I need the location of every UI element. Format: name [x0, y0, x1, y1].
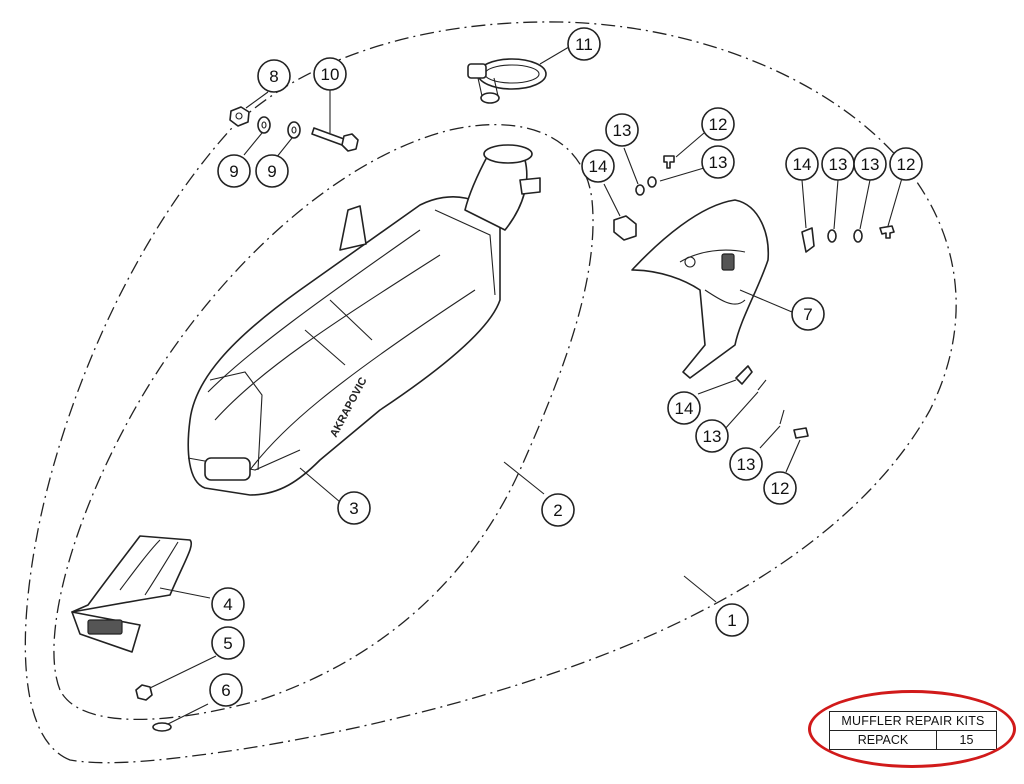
washer-part-9b	[287, 121, 301, 139]
screw-part-12a	[663, 155, 675, 169]
callout-3: 3	[337, 491, 371, 525]
screw-part-12b	[879, 225, 895, 239]
svg-text:14: 14	[675, 399, 694, 418]
callout-1: 1	[715, 603, 749, 637]
pin-part-13f	[779, 409, 785, 425]
callout-9b: 9	[255, 154, 289, 188]
washer-part-9a	[257, 116, 271, 134]
callout-13a: 13	[605, 113, 639, 147]
clip-part-14c	[735, 365, 753, 385]
callout-12a: 12	[701, 107, 735, 141]
svg-text:8: 8	[269, 67, 278, 86]
callout-13e: 13	[695, 419, 729, 453]
washer-part-13d	[853, 229, 863, 243]
washer-part-13c	[827, 229, 837, 243]
callout-9a: 9	[217, 154, 251, 188]
svg-text:5: 5	[223, 634, 232, 653]
clip-part-14b	[801, 227, 815, 253]
bolt-part-10	[311, 127, 359, 152]
nut-part-8	[229, 106, 250, 127]
svg-text:13: 13	[861, 155, 880, 174]
svg-text:13: 13	[709, 153, 728, 172]
callout-6: 6	[209, 673, 243, 707]
svg-text:12: 12	[771, 479, 790, 498]
highlight-ring	[808, 690, 1016, 768]
callout-13f: 13	[729, 447, 763, 481]
svg-text:3: 3	[349, 499, 358, 518]
callout-14b: 14	[785, 147, 819, 181]
washer-part-13b	[647, 176, 657, 188]
svg-text:13: 13	[829, 155, 848, 174]
svg-text:4: 4	[223, 595, 232, 614]
washer-part-13a	[635, 184, 645, 196]
callout-11: 11	[567, 27, 601, 61]
svg-text:7: 7	[803, 305, 812, 324]
svg-text:13: 13	[613, 121, 632, 140]
callout-2: 2	[541, 493, 575, 527]
callout-14c: 14	[667, 391, 701, 425]
heat-shield-part-7	[631, 199, 770, 379]
callout-5: 5	[211, 626, 245, 660]
callout-12b: 12	[889, 147, 923, 181]
svg-text:1: 1	[727, 611, 736, 630]
pin-part-13e	[757, 379, 767, 391]
callout-12c: 12	[763, 471, 797, 505]
muffler-body-part-3: AKRAPOVIC	[187, 144, 541, 496]
svg-text:9: 9	[267, 162, 276, 181]
callout-14a: 14	[581, 149, 615, 183]
screw-part-12c	[793, 427, 809, 439]
svg-text:2: 2	[553, 501, 562, 520]
clamp-part-11	[467, 58, 547, 104]
svg-text:11: 11	[575, 35, 593, 54]
svg-text:13: 13	[703, 427, 722, 446]
end-cap-part-4	[71, 535, 192, 653]
callout-13d: 13	[853, 147, 887, 181]
assembly-boundary-outer	[24, 21, 957, 764]
svg-text:14: 14	[793, 155, 812, 174]
nut-part-5	[135, 684, 153, 701]
svg-text:9: 9	[229, 162, 238, 181]
svg-text:13: 13	[737, 455, 756, 474]
svg-text:12: 12	[897, 155, 916, 174]
svg-text:10: 10	[321, 65, 340, 84]
svg-text:6: 6	[221, 681, 230, 700]
svg-text:12: 12	[709, 115, 728, 134]
leader-lines	[149, 43, 903, 725]
svg-text:14: 14	[589, 157, 608, 176]
callout-8: 8	[257, 59, 291, 93]
callout-4: 4	[211, 587, 245, 621]
rivet-part-6	[152, 722, 172, 732]
callout-13c: 13	[821, 147, 855, 181]
clip-part-14a	[613, 215, 637, 241]
callout-13b: 13	[701, 145, 735, 179]
callout-7: 7	[791, 297, 825, 331]
callout-10: 10	[313, 57, 347, 91]
